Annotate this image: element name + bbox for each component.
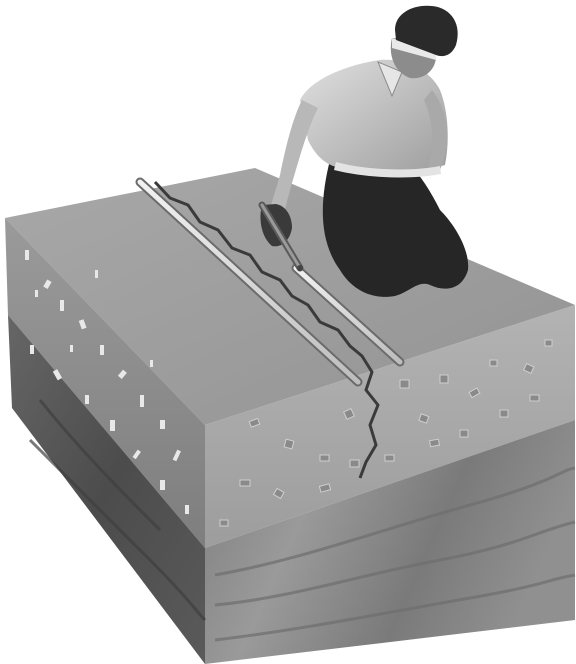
worker-pants: [323, 160, 468, 297]
worker-figure: [260, 6, 468, 297]
worker-shirt: [300, 60, 448, 172]
